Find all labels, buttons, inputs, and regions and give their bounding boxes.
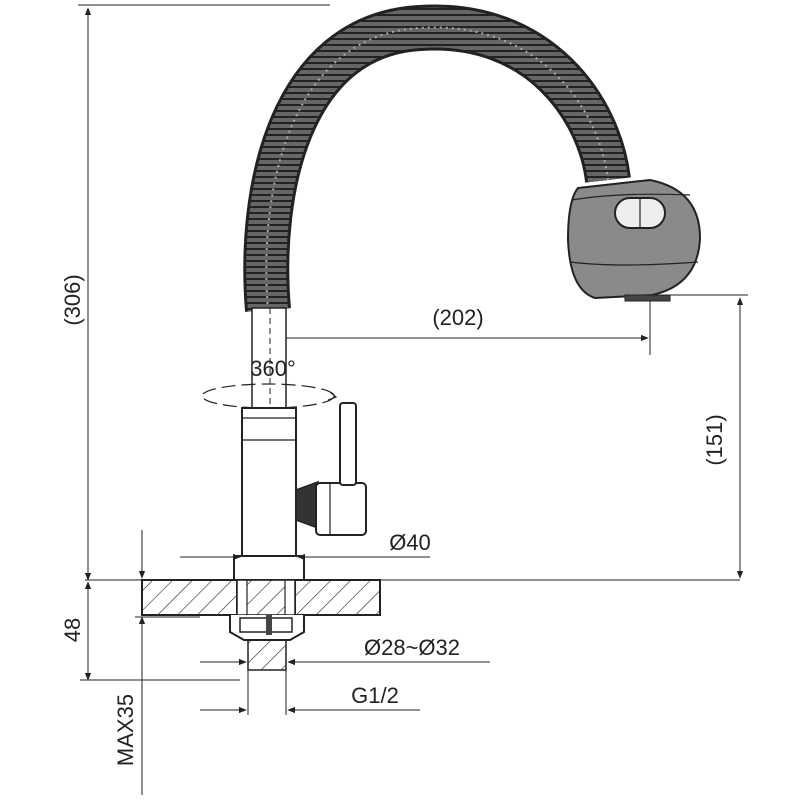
hole-diameter-dimension: Ø28~Ø32	[200, 635, 490, 715]
spray-head	[566, 178, 702, 302]
faucet-body	[233, 407, 305, 581]
mounting-assembly	[229, 579, 305, 671]
thread-label: G1/2	[351, 683, 399, 708]
body-diameter-dimension: Ø40	[180, 530, 431, 561]
max-thickness-dimension: MAX35	[113, 530, 200, 795]
base-height-label: 48	[60, 618, 85, 642]
base-height-dimension: 48	[60, 581, 240, 681]
hole-diameter-label: Ø28~Ø32	[364, 635, 460, 660]
rotation-label: 360°	[250, 356, 296, 381]
overall-height-dimension: (306)	[60, 4, 330, 581]
reach-dimension: (202)	[267, 300, 651, 355]
reach-label: (202)	[432, 305, 483, 330]
spout-height-label: (151)	[702, 414, 727, 465]
overall-height-label: (306)	[60, 274, 85, 325]
max-thickness-label: MAX35	[113, 694, 138, 766]
spout-height-dimension: (151)	[655, 294, 748, 579]
lever-handle[interactable]	[295, 402, 367, 536]
body-diameter-label: Ø40	[389, 530, 431, 555]
thread-dimension: G1/2	[200, 683, 420, 714]
countertop-section	[141, 579, 381, 616]
